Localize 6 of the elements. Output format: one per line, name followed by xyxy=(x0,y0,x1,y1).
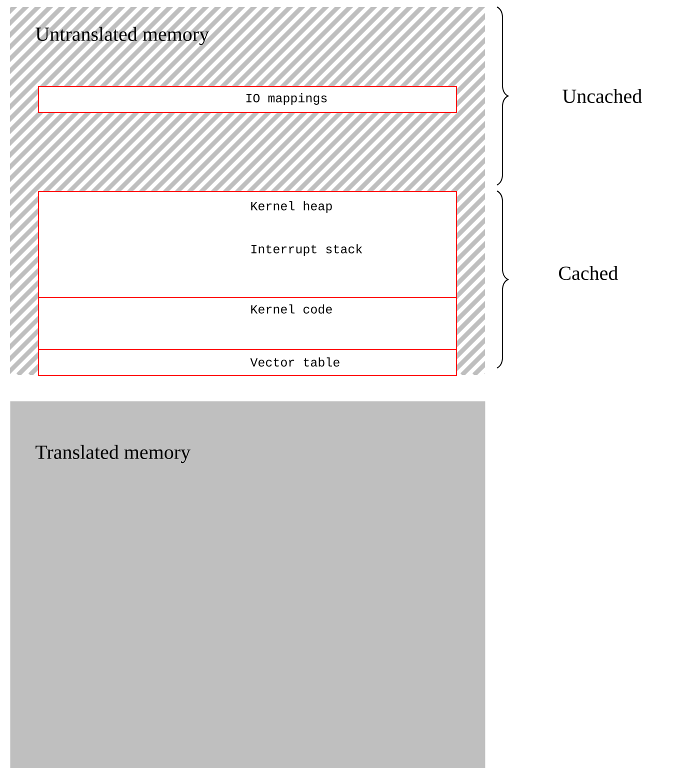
region-label: Uncached xyxy=(562,88,642,104)
region-label: Cached xyxy=(559,266,618,280)
memory-region: Translated memory xyxy=(10,401,486,768)
memory-section-box: Kernel code xyxy=(38,297,457,350)
memory-section-box: IO mappings xyxy=(38,86,457,113)
memory-section-box: Vector table xyxy=(38,349,457,376)
